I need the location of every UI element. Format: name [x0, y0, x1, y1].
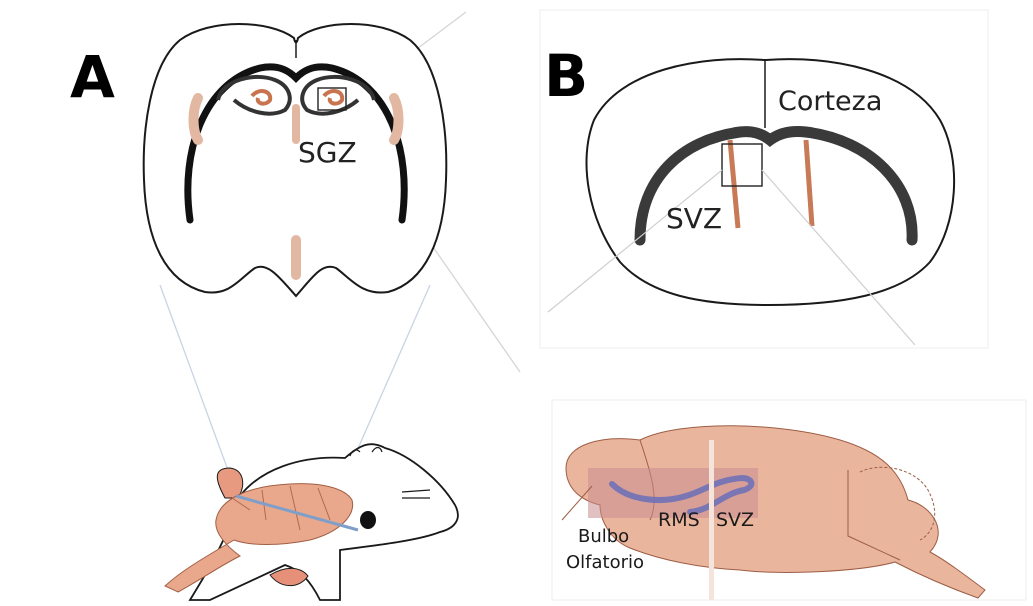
- sgz-label: SGZ: [298, 136, 357, 169]
- panel-a-letter: A: [70, 43, 115, 111]
- svz-label-sagittal: SVZ: [716, 509, 754, 531]
- projection-line-left: [160, 285, 236, 492]
- svz-label-coronal: SVZ: [666, 202, 722, 235]
- coronal-brain-icon: [144, 24, 447, 296]
- olfactory-bulb-label-line1: Bulbo: [578, 526, 629, 547]
- rms-label: RMS: [658, 509, 700, 531]
- projection-line-right: [352, 285, 430, 462]
- olfactory-bulb-label-line2: Olfatorio: [566, 552, 644, 573]
- panel-b-letter: B: [544, 42, 588, 110]
- cortex-label: Corteza: [778, 86, 882, 117]
- mouse-head-icon: [165, 444, 458, 600]
